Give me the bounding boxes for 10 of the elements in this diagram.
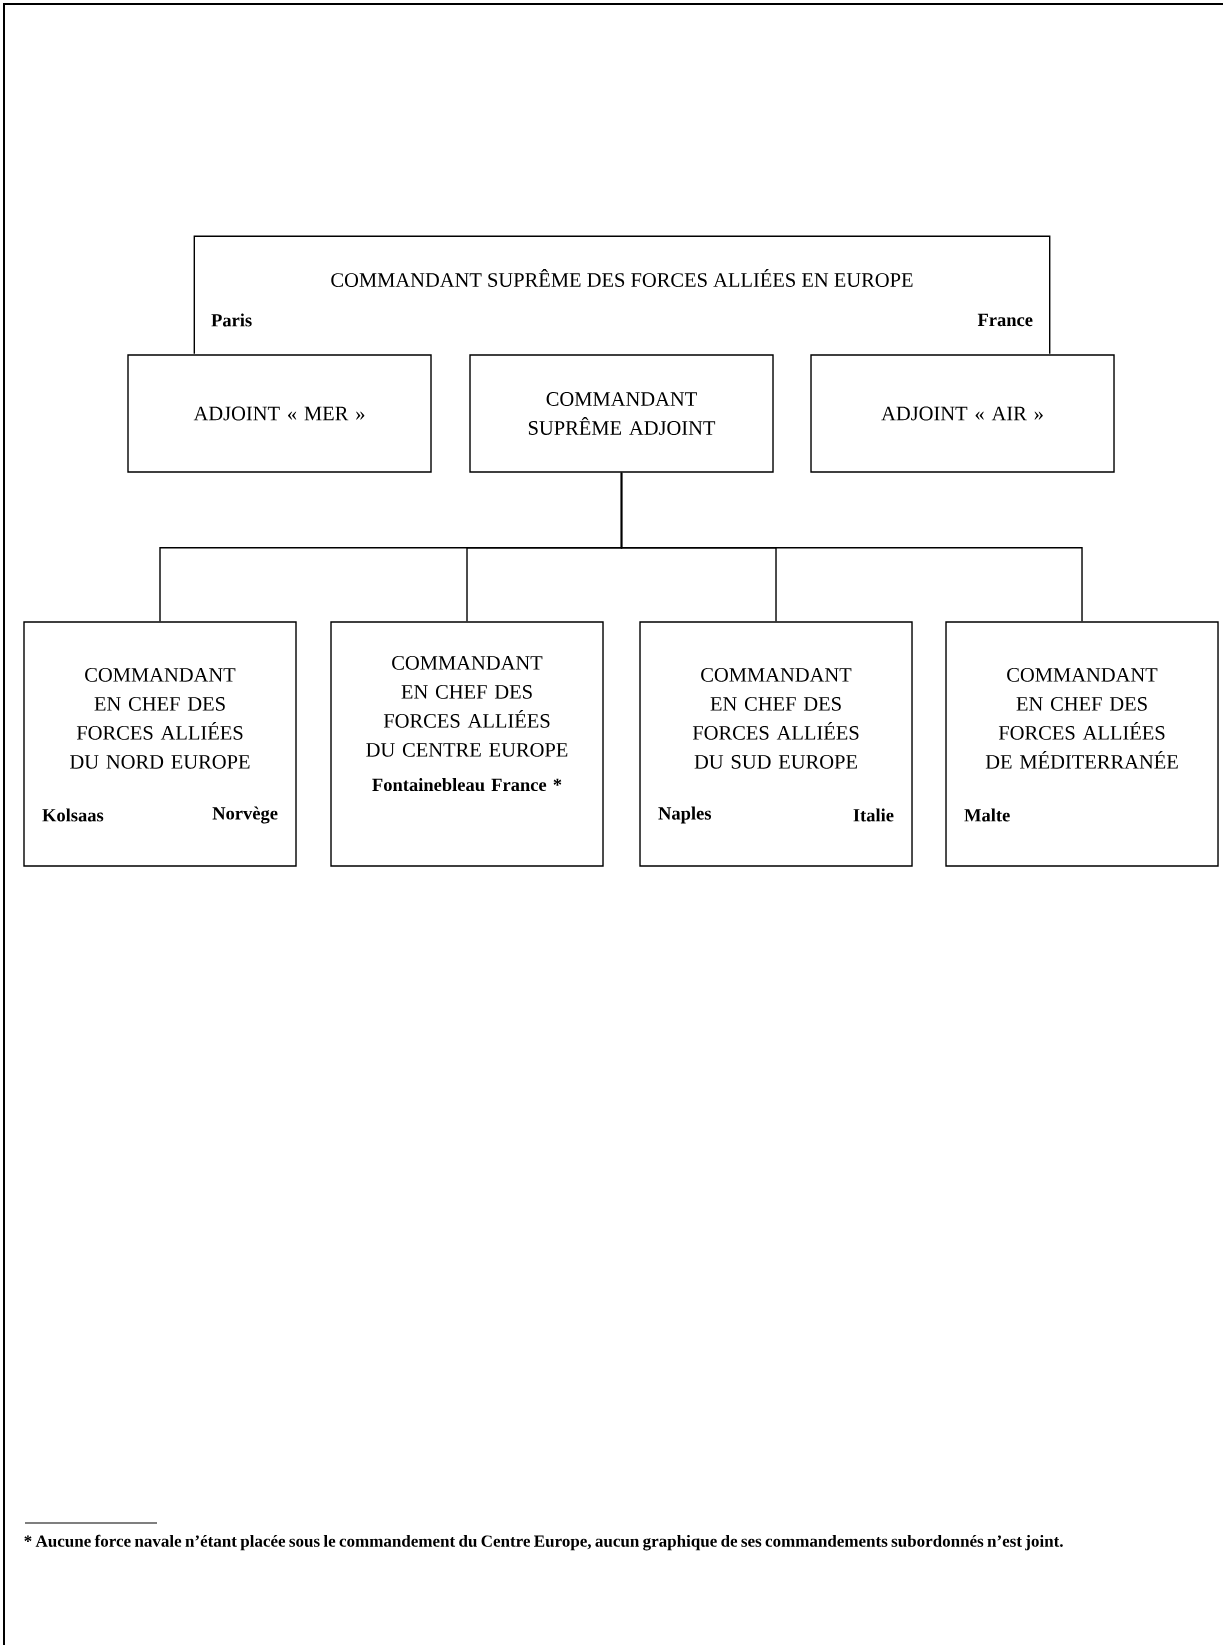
command-box: COMMANDANT EN CHEF DES FORCES ALLIÉES DE MÉDITERRANÉE Malte	[945, 621, 1219, 867]
command-box: ADJOINT « AIR »	[810, 354, 1115, 473]
command-box: COMMANDANT SUPRÊME DES FORCES ALLIÉES EN EUROPE Paris France	[193, 235, 1051, 355]
command-box: COMMANDANT EN CHEF DES FORCES ALLIÉES DU SUD EUROPE Naples Italie	[639, 621, 913, 867]
command-box: ADJOINT « MER »	[127, 354, 432, 473]
footnote-text: * Aucune force navale n’étant placée sous le commandement du Centre Europe, aucun graphique de ses commandements subordonnés n’est joint.	[24, 1534, 1063, 1551]
command-box: COMMANDANT EN CHEF DES FORCES ALLIÉES DU CENTRE EUROPE Fontainebleau France *	[330, 621, 604, 867]
command-box: COMMANDANT SUPRÊME ADJOINT	[469, 354, 774, 473]
connector-line	[620, 472, 1083, 622]
command-box: COMMANDANT EN CHEF DES FORCES ALLIÉES DU NORD EUROPE Kolsaas Norvège	[23, 621, 297, 867]
